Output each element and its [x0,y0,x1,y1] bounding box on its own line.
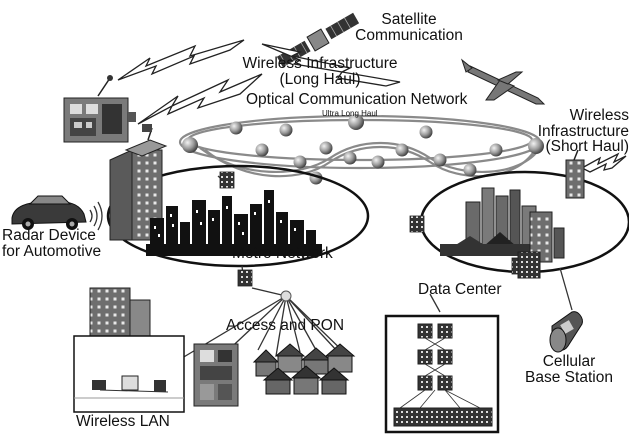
car-icon [11,195,87,230]
label-cellular-base-station: Cellular Base Station [510,354,628,385]
home-gateway-building-icon [193,343,239,407]
label-line: Wireless Infrastructure [242,55,398,72]
wireless-short-bolt-icon [580,152,627,173]
pon-splitter-node [280,290,292,302]
label-line: Satellite [381,11,437,28]
label-line: Infrastructure [537,122,629,140]
label-line: Communication [355,26,463,44]
label-metro-network: Metro Network [232,245,333,262]
label-satellite-communication: Satellite Communication [354,12,464,43]
label-wireless-infrastructure-short-haul: Wireless Infrastructure (Short Haul) [519,108,629,155]
label-line: Radar Device [2,227,96,244]
label-line: for Automotive [2,242,102,260]
airplane-icon [460,58,546,105]
label-data-center: Data Center [418,281,502,298]
label-access-and-pon: Access and PON [226,317,345,334]
data-center-skyline-icon [440,187,565,279]
data-center-rack-detail [384,314,500,434]
mobile-phone-icon [549,311,583,353]
satellite-icon [276,12,360,68]
label-line: (Short Haul) [545,138,629,155]
label-wireless-infrastructure-long-haul: Wireless Infrastructure (Long Haul) [232,56,408,87]
network-links [171,175,573,365]
wireless-lan-room [73,335,185,413]
label-line: Base Station [525,368,613,386]
city-skyline-icon [146,190,322,256]
optical-nodes [182,114,544,185]
houses-icon [252,343,356,395]
radar-wave-icon [89,201,103,231]
radio-tower-building-icon [63,75,136,143]
label-wireless-lan: Wireless LAN [76,413,170,430]
cell-tower-building-icon [565,149,585,199]
label-line: Wireless [569,107,629,124]
metro-network-ring [106,164,370,268]
lightning-bolt-icon [117,39,401,125]
label-optical-communication-network: Optical Communication Network [246,91,468,108]
label-radar-device: Radar Device for Automotive [2,228,101,259]
label-line: Cellular [542,353,596,370]
office-tower-icon [109,124,168,241]
city-windows [154,200,296,237]
label-line: (Long Haul) [279,70,361,88]
label-ultra-long-haul: Ultra Long Haul [322,109,378,118]
